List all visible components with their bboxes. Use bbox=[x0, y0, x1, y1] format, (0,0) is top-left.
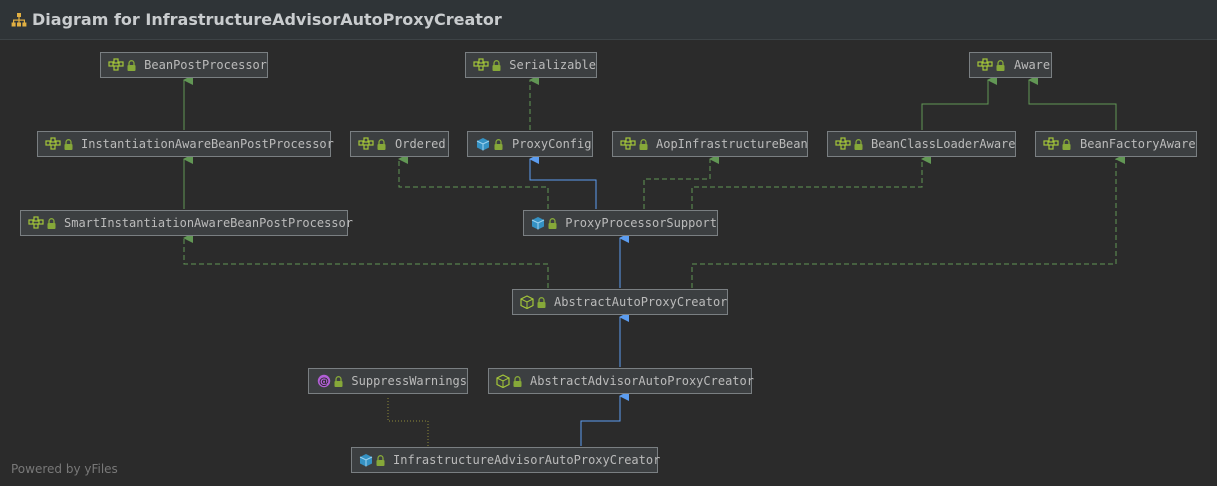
node-label: Aware bbox=[1014, 58, 1051, 72]
lock-icon bbox=[537, 296, 546, 308]
interface-icon bbox=[108, 58, 124, 72]
node-label: AbstractAdvisorAutoProxyCreator bbox=[530, 374, 754, 388]
lock-icon bbox=[996, 59, 1006, 71]
lock-icon bbox=[127, 59, 136, 71]
class-icon bbox=[359, 453, 373, 467]
edge-iaapc-to-aaapc bbox=[580, 391, 629, 446]
interface-icon bbox=[977, 58, 993, 72]
edge-pps-to-bean-class-loader-aware bbox=[691, 154, 931, 209]
node-instantiation-aware-bean-post-processor[interactable]: InstantiationAwareBeanPostProcessor bbox=[37, 131, 334, 157]
hierarchy-icon bbox=[11, 12, 27, 26]
lock-icon bbox=[64, 138, 73, 150]
interface-icon bbox=[28, 216, 44, 230]
node-label: Serializable bbox=[509, 58, 596, 72]
interface-icon bbox=[835, 137, 851, 151]
node-label: ProxyProcessorSupport bbox=[565, 216, 717, 230]
edge-iaapc-to-suppress-warnings bbox=[387, 396, 429, 446]
node-label: AbstractAutoProxyCreator bbox=[554, 295, 728, 309]
node-serializable[interactable]: Serializable bbox=[465, 52, 597, 78]
edge-pps-to-ordered bbox=[398, 154, 549, 209]
node-bean-class-loader-aware[interactable]: BeanClassLoaderAware bbox=[827, 131, 1016, 157]
window-title: Diagram for InfrastructureAdvisorAutoPro… bbox=[32, 10, 502, 29]
lock-icon bbox=[548, 217, 557, 229]
node-label: SmartInstantiationAwareBeanPostProcessor bbox=[64, 216, 353, 230]
lock-icon bbox=[334, 375, 343, 387]
node-label: BeanClassLoaderAware bbox=[871, 137, 1016, 151]
edge-pps-to-aop-infrastructure-bean bbox=[643, 154, 719, 209]
lock-icon bbox=[494, 138, 504, 150]
lock-icon bbox=[854, 138, 863, 150]
abstract-class-icon bbox=[496, 374, 510, 388]
interface-icon bbox=[358, 137, 374, 151]
lock-icon bbox=[492, 59, 501, 71]
annotation-icon: @ bbox=[316, 374, 331, 388]
node-label: BeanFactoryAware bbox=[1080, 137, 1196, 151]
node-label: Ordered bbox=[395, 137, 446, 151]
powered-by-label: Powered by yFiles bbox=[11, 462, 118, 476]
lock-icon bbox=[47, 217, 56, 229]
node-bean-factory-aware[interactable]: BeanFactoryAware bbox=[1035, 131, 1197, 157]
class-icon bbox=[531, 216, 545, 230]
lock-icon bbox=[376, 454, 385, 466]
node-suppress-warnings[interactable]: @ SuppressWarnings bbox=[308, 368, 468, 394]
abstract-class-icon bbox=[520, 295, 534, 309]
node-aop-infrastructure-bean[interactable]: AopInfrastructureBean bbox=[612, 131, 808, 157]
lock-icon bbox=[377, 138, 387, 150]
edge-bean-class-loader-aware-to-aware bbox=[921, 75, 997, 130]
node-label: InfrastructureAdvisorAutoProxyCreator bbox=[393, 453, 661, 467]
window-titlebar: Diagram for InfrastructureAdvisorAutoPro… bbox=[0, 0, 1217, 40]
node-ordered[interactable]: Ordered bbox=[350, 131, 449, 157]
node-aware[interactable]: Aware bbox=[969, 52, 1052, 78]
lock-icon bbox=[1062, 138, 1072, 150]
node-label: ProxyConfig bbox=[512, 137, 592, 151]
node-bean-post-processor[interactable]: BeanPostProcessor bbox=[100, 52, 268, 78]
node-label: SuppressWarnings bbox=[351, 374, 467, 388]
node-infrastructure-advisor-auto-proxy-creator[interactable]: InfrastructureAdvisorAutoProxyCreator bbox=[351, 447, 661, 473]
lock-icon bbox=[513, 375, 522, 387]
node-smart-instantiation-aware-bean-post-processor[interactable]: SmartInstantiationAwareBeanPostProcessor bbox=[20, 210, 353, 236]
edge-bean-factory-aware-to-aware bbox=[1028, 75, 1117, 130]
edge-pps-to-proxy-config bbox=[529, 154, 597, 209]
edge-aapc-to-bean-factory-aware bbox=[691, 154, 1125, 288]
interface-icon bbox=[620, 137, 636, 151]
node-abstract-advisor-auto-proxy-creator[interactable]: AbstractAdvisorAutoProxyCreator bbox=[488, 368, 754, 394]
node-label: BeanPostProcessor bbox=[144, 58, 267, 72]
node-label: AopInfrastructureBean bbox=[656, 137, 808, 151]
interface-icon bbox=[473, 58, 489, 72]
node-label: InstantiationAwareBeanPostProcessor bbox=[81, 137, 334, 151]
interface-icon bbox=[45, 137, 61, 151]
interface-icon bbox=[1043, 137, 1059, 151]
edge-aapc-to-smart bbox=[183, 233, 549, 288]
lock-icon bbox=[639, 138, 648, 150]
class-icon bbox=[475, 137, 491, 151]
node-proxy-config[interactable]: ProxyConfig bbox=[467, 131, 593, 157]
node-proxy-processor-support[interactable]: ProxyProcessorSupport bbox=[523, 210, 718, 236]
svg-text:@: @ bbox=[319, 377, 329, 388]
node-abstract-auto-proxy-creator[interactable]: AbstractAutoProxyCreator bbox=[512, 289, 728, 315]
